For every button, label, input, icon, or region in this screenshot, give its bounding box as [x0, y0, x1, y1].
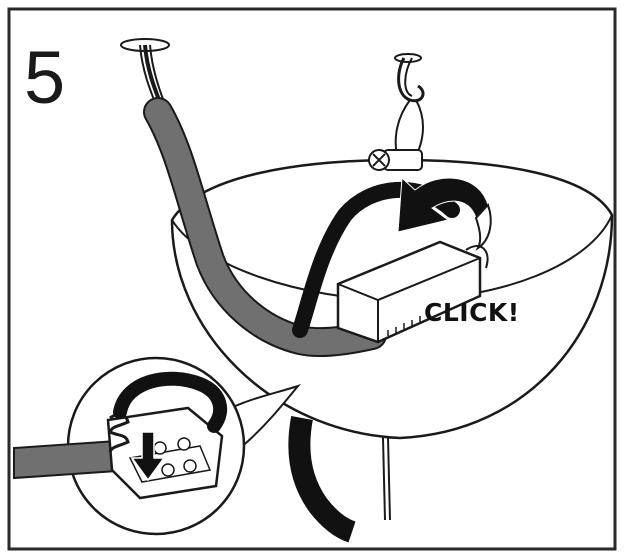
- step-number: 5: [24, 36, 65, 119]
- cord-clamp: [369, 150, 422, 170]
- click-label: CLICK!: [424, 298, 520, 327]
